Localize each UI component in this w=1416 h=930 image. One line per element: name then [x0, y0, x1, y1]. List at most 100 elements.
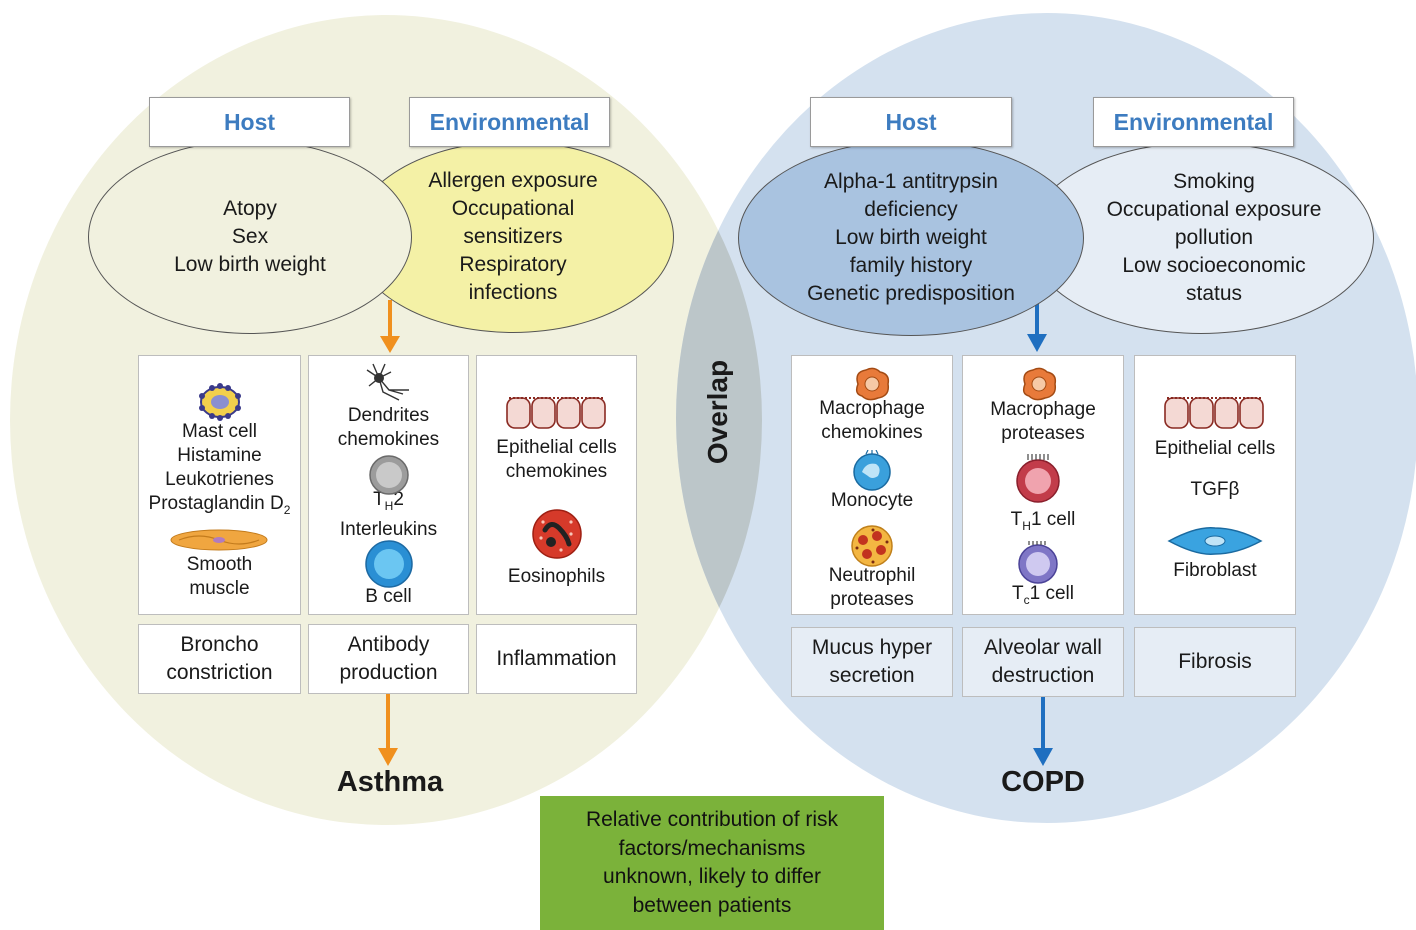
proteases-label: proteases	[830, 589, 914, 610]
host-factor: Sex	[231, 225, 269, 248]
asthma-arrowhead-bottom	[378, 748, 398, 766]
th2-tail: 2	[393, 489, 404, 510]
copd-result-alveolar: Alveolar wall destruction	[962, 627, 1124, 697]
th1-label: TH1 cell	[963, 508, 1123, 538]
result-line: Broncho	[180, 633, 259, 656]
mast-cell-icon	[199, 383, 241, 421]
macrophage-icon	[1022, 367, 1057, 401]
env-factor: status	[1185, 282, 1243, 305]
th2-text: TH2 Interleukins	[309, 488, 468, 542]
host-factor: Low birth weight	[174, 253, 326, 276]
epithelial-cells-icon	[1164, 397, 1264, 429]
host-factor: Genetic predisposition	[807, 282, 1015, 305]
eosinophils-label: Eosinophils	[507, 566, 606, 587]
result-line: production	[339, 661, 438, 684]
env-factor: infections	[468, 281, 558, 304]
tc1-label: Tc1 cell	[963, 582, 1123, 612]
th1-text: TH1 cell	[963, 508, 1123, 538]
env-factor: Respiratory	[459, 253, 567, 276]
tgf-text: TGFβ	[1135, 478, 1295, 502]
copd-result-mucus: Mucus hyper secretion	[791, 627, 953, 697]
host-factor: family history	[849, 254, 973, 277]
copd-panel-macrophage-chemokines: Macrophage chemokines Monocyte Neutrophi…	[791, 355, 953, 615]
chemokines-label: chemokines	[505, 461, 608, 482]
epithelial-label: Epithelial cells	[1154, 438, 1276, 459]
leukotrienes-label: Leukotrienes	[165, 469, 274, 490]
note-box: Relative contribution of risk factors/me…	[540, 796, 884, 930]
neutrophil-icon	[851, 525, 893, 567]
note-line: between patients	[632, 893, 792, 917]
epithelial-text: Epithelial cells	[1135, 437, 1295, 461]
result-line: Alveolar wall	[984, 636, 1102, 659]
fibroblast-text: Fibroblast	[1135, 559, 1295, 583]
th2-cell-icon	[369, 455, 409, 495]
histamine-label: Histamine	[177, 445, 262, 466]
macrophage-chemokines-text: Macrophage chemokines	[792, 397, 952, 445]
monocyte-text: Monocyte	[792, 489, 952, 513]
prostaglandin-label: Prostaglandin D2	[139, 492, 300, 522]
b-cell-text: B cell	[309, 585, 468, 609]
env-factor: sensitizers	[463, 225, 563, 248]
th1-tail: 1 cell	[1030, 509, 1076, 530]
th2-label: TH2	[309, 488, 468, 518]
env-factor: Occupational exposure	[1106, 198, 1322, 221]
env-factor: pollution	[1174, 226, 1254, 249]
tc1-sub: c	[1023, 592, 1030, 607]
host-factor: Atopy	[223, 197, 277, 220]
host-factor: Alpha-1 antitrypsin	[824, 170, 998, 193]
tc1-main: T	[1012, 583, 1024, 604]
copd-host-ellipse: Alpha-1 antitrypsin deficiency Low birth…	[738, 140, 1084, 336]
eosinophil-text: Eosinophils	[477, 565, 636, 589]
prostaglandin-main: Prostaglandin D	[148, 493, 284, 514]
copd-environmental-tab: Environmental	[1093, 97, 1294, 147]
tc1-cell-icon	[1018, 541, 1058, 584]
asthma-result-antibody: Antibody production	[308, 624, 469, 694]
asthma-host-tab: Host	[149, 97, 350, 147]
result-line: constriction	[166, 661, 273, 684]
th1-cell-icon	[1016, 454, 1060, 503]
overlap-text: Overlap	[702, 359, 733, 465]
eosinophil-icon	[532, 509, 582, 559]
neutrophil-label: Neutrophil	[828, 565, 916, 586]
host-factor: deficiency	[864, 198, 958, 221]
dendrites-label: Dendrites	[347, 405, 430, 426]
asthma-result-bronchoconstriction: Broncho constriction	[138, 624, 301, 694]
asthma-environmental-tab: Environmental	[409, 97, 610, 147]
overlap-label: Overlap	[693, 342, 743, 482]
dendritic-cell-icon	[366, 363, 409, 401]
macrophage-proteases-text: Macrophage proteases	[963, 398, 1123, 446]
asthma-env-ellipse: Allergen exposure Occupational sensitize…	[352, 141, 674, 333]
th2-sub: H	[384, 498, 394, 513]
tc1-tail: 1 cell	[1029, 583, 1074, 604]
interleukins-label: Interleukins	[339, 518, 438, 540]
smooth-muscle-icon	[170, 529, 268, 551]
fibroblast-label: Fibroblast	[1173, 560, 1257, 581]
host-factor: Low birth weight	[835, 226, 987, 249]
copd-arrowhead-bottom	[1033, 748, 1053, 766]
result-line: Antibody	[347, 633, 430, 656]
mast-cell-label: Mast cell	[182, 421, 257, 442]
asthma-panel-dendrites: Dendrites chemokines TH2 Interleukins B …	[308, 355, 469, 615]
macrophage-label: Macrophage	[819, 398, 925, 419]
note-line: unknown, likely to differ	[603, 865, 821, 888]
result-line: Fibrosis	[1178, 650, 1252, 673]
tgf-beta-label: TGFβ	[1190, 479, 1240, 500]
smooth-muscle-text: Smooth muscle	[139, 553, 300, 601]
copd-host-tab: Host	[810, 97, 1012, 147]
note-line: factors/mechanisms	[618, 836, 806, 860]
env-factor: Allergen exposure	[428, 169, 598, 192]
proteases-label: proteases	[1001, 423, 1085, 444]
b-cell-label: B cell	[365, 586, 412, 607]
th2-main: T	[373, 489, 385, 510]
env-factor: Occupational	[451, 197, 575, 220]
monocyte-icon	[853, 450, 891, 491]
copd-outcome: COPD	[1001, 766, 1085, 798]
fibroblast-icon	[1167, 527, 1263, 555]
env-factor: Low socioeconomic	[1122, 254, 1306, 277]
th1-sub: H	[1022, 518, 1031, 533]
result-line: destruction	[991, 664, 1095, 687]
result-line: secretion	[829, 664, 915, 687]
dendrites-text: Dendrites chemokines	[309, 404, 468, 452]
asthma-outcome: Asthma	[336, 766, 444, 798]
result-line: Inflammation	[496, 647, 617, 670]
